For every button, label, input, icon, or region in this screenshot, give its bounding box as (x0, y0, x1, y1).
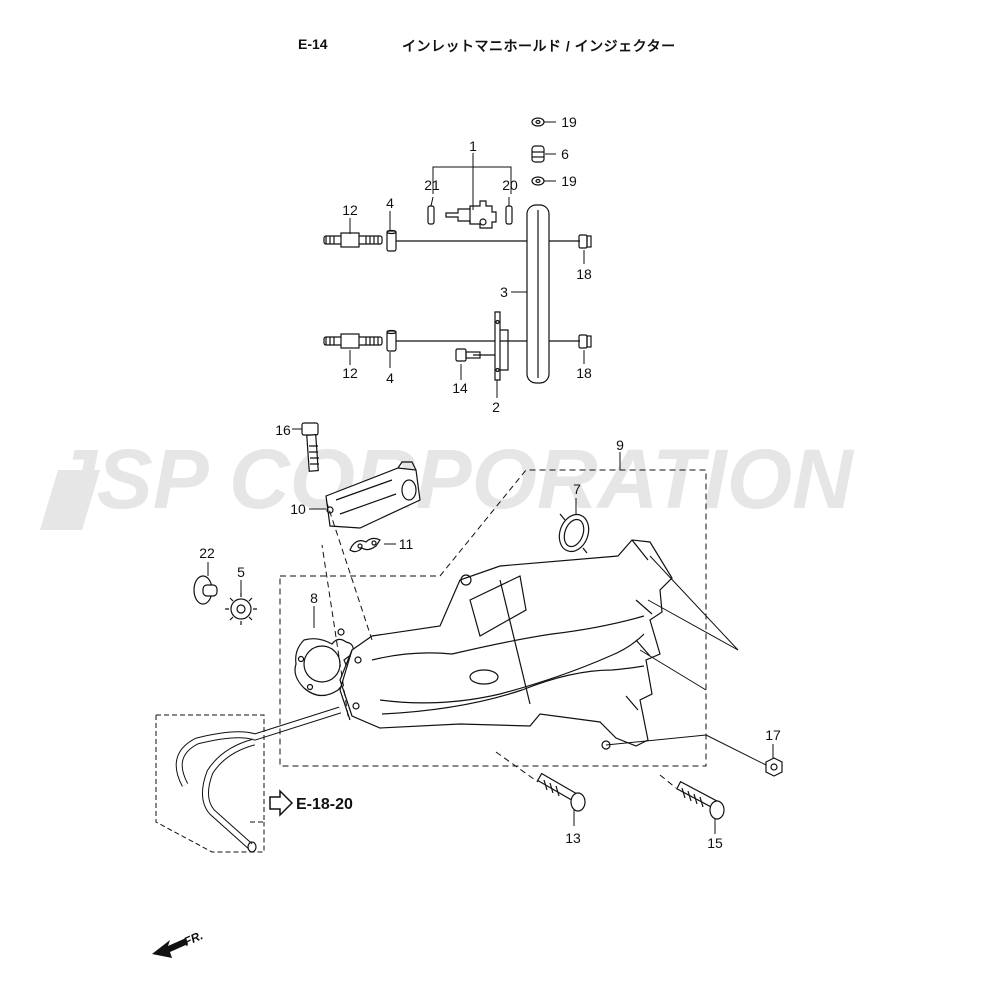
bracket-bolt (455, 348, 481, 362)
idle-control-unit (325, 461, 421, 529)
callout-4-lower: 4 (386, 370, 394, 386)
callout-1: 1 (469, 138, 477, 154)
callout-6: 6 (561, 146, 569, 162)
callout-2: 2 (492, 399, 500, 415)
bolt-15 (676, 780, 725, 820)
flange-nut-lower (578, 334, 592, 349)
flange-nut-upper (578, 234, 592, 249)
reference-label: E-18-20 (296, 796, 353, 813)
callout-18-lower: 18 (576, 365, 592, 381)
callout-19-lower: 19 (561, 173, 577, 189)
bolt-16 (301, 422, 319, 472)
injector (445, 200, 497, 229)
stud-lower (323, 333, 383, 349)
callout-19-upper: 19 (561, 114, 577, 130)
gear-5 (225, 593, 257, 625)
callout-5: 5 (237, 564, 245, 580)
callout-8: 8 (310, 590, 318, 606)
spacer-upper (386, 229, 397, 252)
callout-10: 10 (290, 501, 306, 517)
callout-16: 16 (275, 422, 291, 438)
intake-manifold (339, 539, 673, 750)
callout-15: 15 (707, 835, 723, 851)
callout-18-upper: 18 (576, 266, 592, 282)
diagram-code: E-14 (298, 36, 328, 52)
fuel-rail (526, 204, 550, 384)
gasket-11 (349, 537, 381, 553)
diagram-title: インレットマニホールド / インジェクター (402, 38, 676, 54)
spacer-lower (386, 329, 397, 352)
grommet-22 (193, 575, 218, 605)
front-arrow-icon (152, 938, 188, 958)
bolt-13 (536, 772, 586, 812)
callout-3: 3 (500, 284, 508, 300)
stud-upper (323, 232, 383, 248)
rail-bracket (494, 311, 509, 381)
o-ring-20 (505, 205, 513, 225)
front-label: FR. (182, 928, 205, 949)
callout-21: 21 (424, 177, 440, 193)
callout-14: 14 (452, 380, 468, 396)
vacuum-hose (175, 706, 342, 853)
callout-12-lower: 12 (342, 365, 358, 381)
washer-top (531, 117, 545, 127)
nut-17 (765, 757, 783, 777)
watermark-text: JSP CORPORATION (50, 432, 855, 526)
o-ring-21 (427, 205, 435, 225)
callout-4-upper: 4 (386, 195, 394, 211)
callout-7: 7 (573, 481, 581, 497)
callout-22: 22 (199, 545, 215, 561)
hose-clamp (558, 513, 590, 554)
callout-20: 20 (502, 177, 518, 193)
washer-lower (531, 176, 545, 186)
callout-11: 11 (399, 536, 414, 552)
callout-12-upper: 12 (342, 202, 358, 218)
watermark-logo (40, 470, 100, 530)
reference-arrow-icon (269, 789, 294, 817)
fitting (531, 145, 545, 163)
callout-9: 9 (616, 437, 624, 453)
callout-13: 13 (565, 830, 581, 846)
callout-17: 17 (765, 727, 781, 743)
